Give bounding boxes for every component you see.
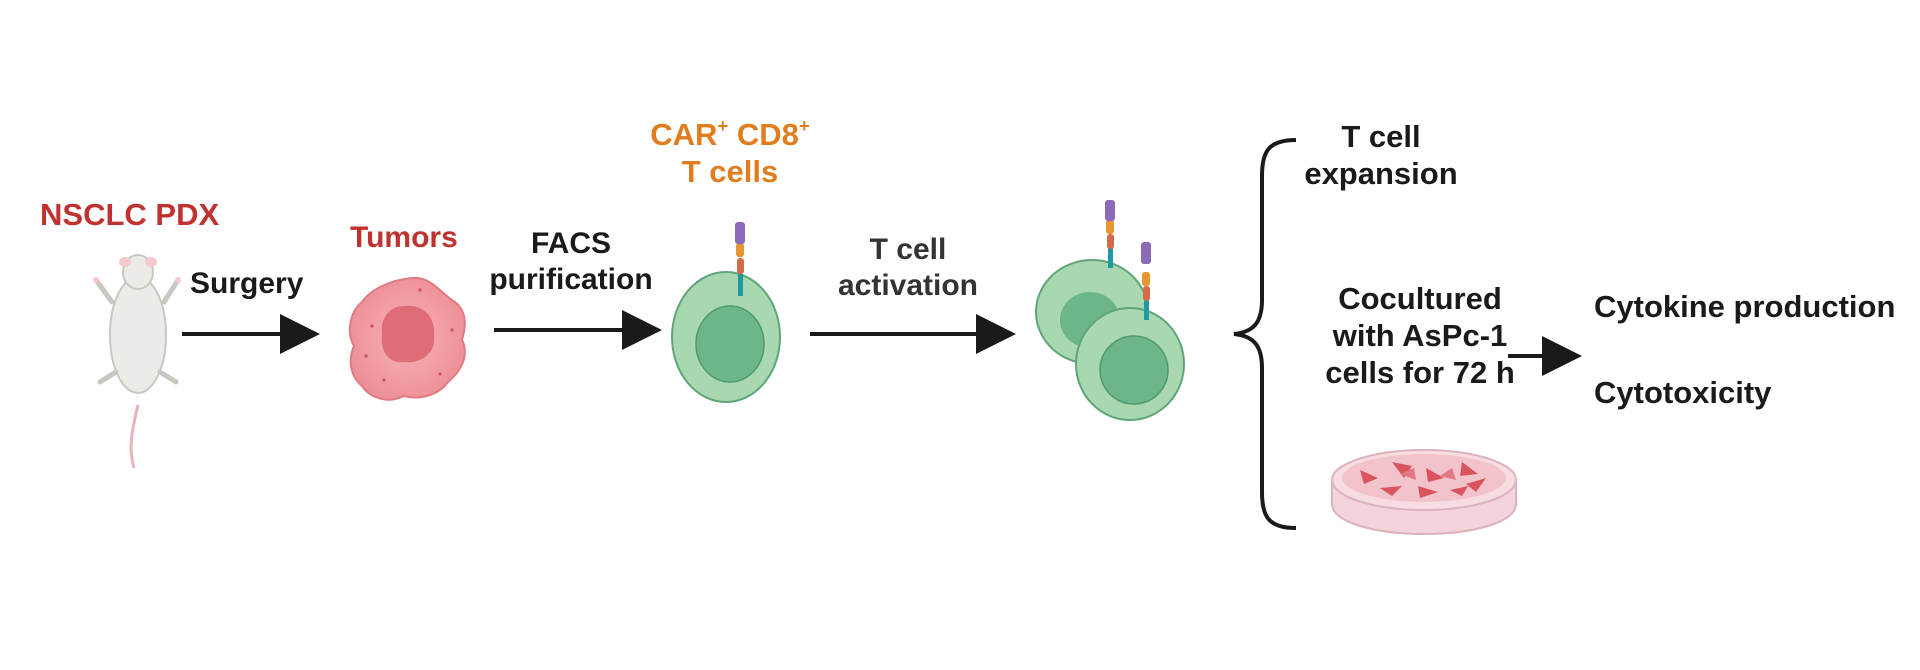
facs-label: FACS purification — [484, 226, 658, 298]
car-t-cell-icon — [671, 222, 781, 403]
facs-label-line1: FACS — [530, 227, 611, 260]
car-plus: + — [717, 114, 729, 136]
cytokine-production-label: Cytokine production — [1594, 289, 1896, 324]
activation-line1: T cell — [869, 233, 947, 266]
car-cd8-line1: CAR+ CD8+ — [640, 116, 820, 153]
cd8-plus: + — [798, 114, 810, 136]
coculture-line2: with AsPc-1 — [1332, 318, 1508, 354]
coculture-label: Cocultured with AsPc-1 cells for 72 h — [1308, 280, 1532, 392]
cytotoxicity-label: Cytotoxicity — [1594, 375, 1772, 410]
mouse-icon — [93, 254, 181, 469]
expansion-line2: expansion — [1304, 156, 1458, 192]
surgery-label: Surgery — [190, 267, 304, 300]
expansion-line1: T cell — [1341, 119, 1421, 154]
activated-t-cells-icon — [1035, 200, 1185, 421]
coculture-line1: Cocultured — [1338, 281, 1502, 316]
t-cell-activation-label: T cell activation — [818, 232, 998, 304]
t-cell-expansion-label: T cell expansion — [1296, 118, 1466, 192]
car-text: CAR — [650, 117, 718, 152]
car-cd8-t-cells-label: CAR+ CD8+ T cells — [640, 116, 820, 190]
petri-dish-icon — [1331, 449, 1517, 536]
nsclc-pdx-label: NSCLC PDX — [40, 197, 220, 232]
cd8-text: CD8 — [728, 117, 799, 152]
tumors-label: Tumors — [350, 221, 458, 254]
tumor-icon — [348, 276, 466, 401]
facs-label-line2: purification — [489, 263, 653, 296]
coculture-line3: cells for 72 h — [1325, 355, 1515, 391]
car-cd8-line2: T cells — [681, 154, 779, 190]
activation-line2: activation — [837, 269, 979, 302]
curly-brace — [1233, 138, 1297, 530]
